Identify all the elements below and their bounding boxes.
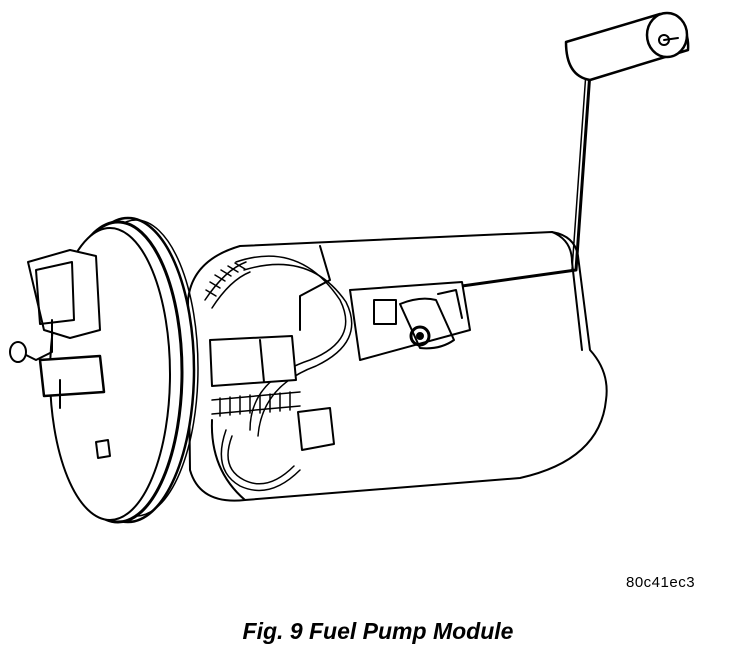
figure-caption: Fig. 9 Fuel Pump Module: [242, 618, 514, 644]
fuel-level-float: [566, 13, 688, 80]
corrugated-hose-lower: [212, 392, 300, 416]
electrical-connector: [10, 250, 100, 362]
fuel-level-float-arm: [462, 72, 590, 286]
pump-motor: [210, 336, 334, 450]
fuel-outlet-fitting: [40, 356, 104, 408]
corrugated-hose-upper: [205, 262, 250, 308]
level-sending-unit: [350, 282, 470, 360]
figure-code: 80c41ec3: [626, 574, 696, 591]
fuel-pump-module-illustration: [0, 0, 736, 600]
